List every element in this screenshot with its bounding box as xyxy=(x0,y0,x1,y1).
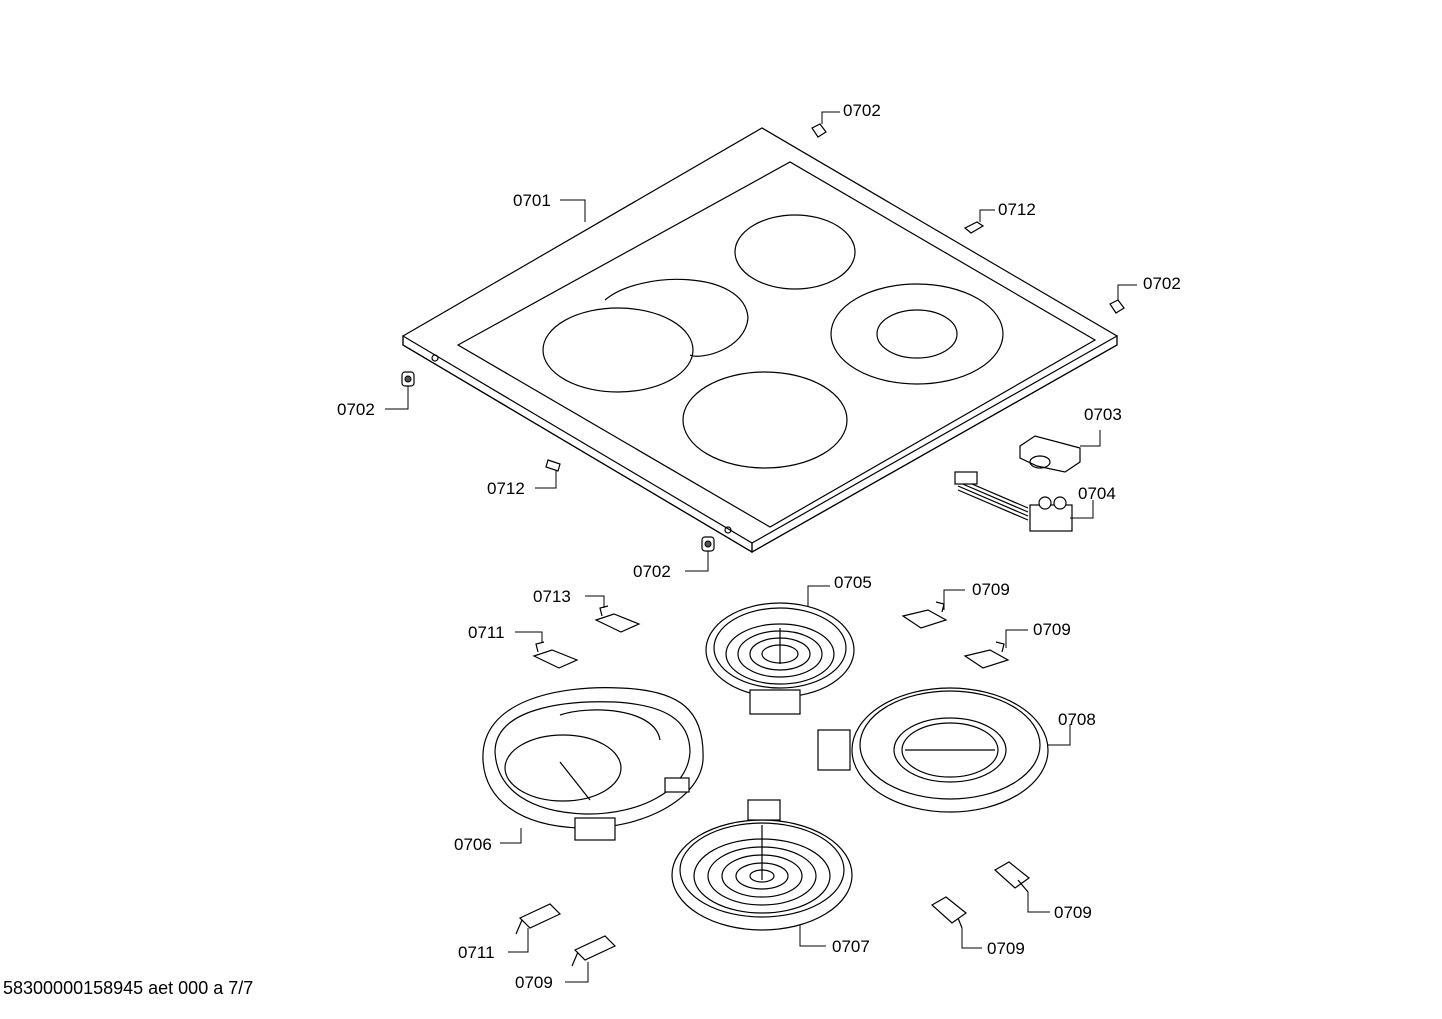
clip-0713 xyxy=(585,595,641,633)
label-0703: 0703 xyxy=(1084,405,1122,424)
label-0709-c: 0709 xyxy=(1054,903,1092,922)
buffer-left xyxy=(385,371,415,410)
document-footer-id: 58300000158945 aet 000 a 7/7 xyxy=(3,978,254,998)
label-0702-right: 0702 xyxy=(1143,274,1181,293)
clip-0709-right-2 xyxy=(930,896,982,949)
label-0709-b: 0709 xyxy=(1033,620,1071,639)
seal-right-top xyxy=(963,209,995,234)
label-0709-a: 0709 xyxy=(972,580,1010,599)
clip-0709-right-1 xyxy=(993,861,1050,913)
clip-0709-lower xyxy=(565,935,617,983)
buffer-bottom xyxy=(685,536,715,572)
label-0708: 0708 xyxy=(1058,710,1096,729)
clip-0711-upper xyxy=(515,631,579,669)
heater-oval xyxy=(482,687,704,844)
buffer-top xyxy=(811,111,840,138)
label-0702-bottom: 0702 xyxy=(633,562,671,581)
leader-0701 xyxy=(560,199,586,222)
seal-left xyxy=(535,459,561,489)
label-0707: 0707 xyxy=(832,937,870,956)
label-0706: 0706 xyxy=(454,835,492,854)
heater-small xyxy=(705,585,855,715)
label-0701: 0701 xyxy=(513,191,551,210)
heater-large xyxy=(671,799,853,947)
clip-0709-upper-2 xyxy=(963,629,1028,669)
buffer-right xyxy=(1109,284,1137,314)
label-0712-top: 0712 xyxy=(998,200,1036,219)
terminal-block xyxy=(954,471,1094,532)
heater-dual-ring xyxy=(817,687,1071,813)
label-0702-top: 0702 xyxy=(843,101,881,120)
clip-0711-lower xyxy=(508,903,562,953)
label-0711-a: 0711 xyxy=(468,623,505,642)
label-0705: 0705 xyxy=(834,573,872,592)
label-0709-d: 0709 xyxy=(987,939,1025,958)
label-0709-e: 0709 xyxy=(515,973,553,992)
hob-glass-plate xyxy=(402,127,1118,554)
clip-0709-upper-1 xyxy=(901,589,965,629)
label-0704: 0704 xyxy=(1078,484,1116,503)
cable-housing xyxy=(1019,430,1101,473)
label-0713: 0713 xyxy=(533,587,571,606)
label-0712-left: 0712 xyxy=(487,479,525,498)
label-0711-b: 0711 xyxy=(458,943,495,962)
label-0702-left: 0702 xyxy=(337,400,375,419)
